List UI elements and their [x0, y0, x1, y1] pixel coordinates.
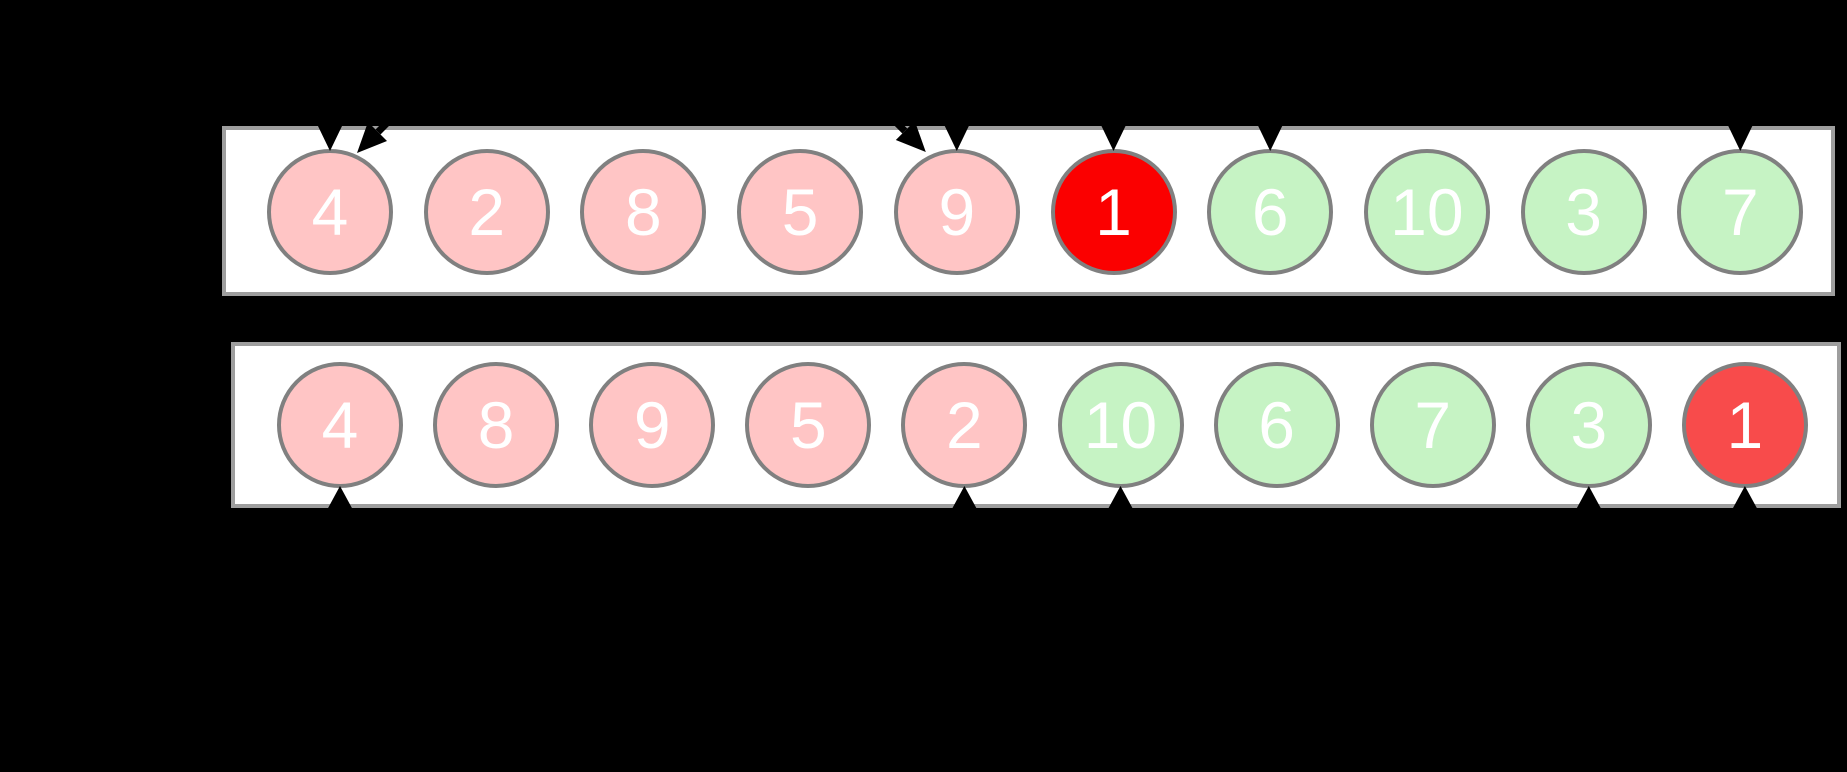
array-cell-bottom-4: 2 — [901, 362, 1028, 488]
array-cell-top-2: 8 — [580, 149, 707, 275]
array-cell-bottom-5: 10 — [1057, 362, 1184, 488]
array-cell-bottom-1: 8 — [433, 362, 560, 488]
array-cell-bottom-9: 1 — [1681, 362, 1808, 488]
array-cell-top-8: 3 — [1520, 149, 1647, 275]
array-cell-top-1: 2 — [423, 149, 550, 275]
array-cell-top-4: 9 — [893, 149, 1020, 275]
array-cell-bottom-6: 6 — [1213, 362, 1340, 488]
array-cell-top-0: 4 — [267, 149, 393, 275]
array-cell-top-6: 6 — [1207, 149, 1334, 275]
array-cell-bottom-2: 9 — [589, 362, 716, 488]
array-cell-bottom-7: 7 — [1369, 362, 1496, 488]
array-cell-bottom-3: 5 — [745, 362, 872, 488]
array-cell-bottom-8: 3 — [1525, 362, 1652, 488]
array-cell-top-9: 7 — [1677, 149, 1804, 275]
array-cell-top-7: 10 — [1363, 149, 1490, 275]
array-cell-top-5: 1 — [1050, 149, 1177, 275]
array-cell-top-3: 5 — [737, 149, 864, 275]
array-cell-bottom-0: 4 — [277, 362, 403, 488]
